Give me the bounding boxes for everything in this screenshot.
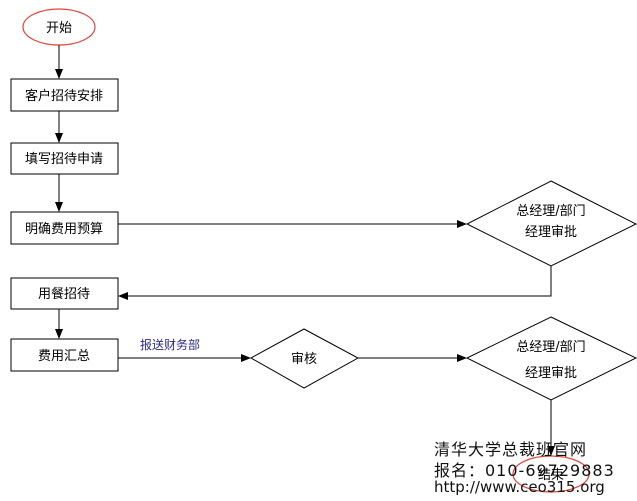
end-node: 结束 — [512, 455, 590, 493]
approval1-label-line1: 总经理/部门 — [516, 204, 585, 219]
step-budget: 明确费用预算 — [10, 211, 119, 245]
approval1-label-line2: 经理审批 — [525, 225, 577, 240]
step-dining: 用餐招待 — [10, 277, 119, 310]
step-customer-arrangement-label: 客户招待安排 — [25, 88, 103, 104]
start-node: 开始 — [22, 8, 96, 46]
step-dining-label: 用餐招待 — [38, 286, 90, 302]
end-label: 结束 — [538, 468, 564, 483]
edge-label-finance: 报送财务部 — [140, 337, 200, 352]
approval-diamond-1: 总经理/部门 经理审批 — [465, 180, 637, 267]
watermark-line-2: 报名：010-69729883 — [434, 461, 615, 480]
start-label: 开始 — [46, 21, 72, 36]
watermark-line-3: http://www.ceo315.org — [434, 478, 605, 496]
approval-diamond-2: 总经理/部门 经理审批 — [465, 316, 637, 401]
watermark-line-1: 清华大学总裁班官网 — [434, 440, 588, 459]
step-summary: 费用汇总 — [10, 338, 119, 372]
review-diamond: 审核 — [249, 328, 360, 389]
connector-approval1-step4 — [118, 266, 552, 300]
approval2-label-line2: 经理审批 — [525, 366, 577, 381]
review-label: 审核 — [291, 352, 317, 367]
step-fill-application: 填写招待申请 — [10, 142, 119, 175]
step-budget-label: 明确费用预算 — [25, 222, 103, 237]
step-summary-label: 费用汇总 — [38, 349, 90, 364]
step-fill-application-label: 填写招待申请 — [25, 152, 103, 167]
step-customer-arrangement: 客户招待安排 — [10, 78, 119, 112]
approval2-label-line1: 总经理/部门 — [516, 340, 585, 355]
